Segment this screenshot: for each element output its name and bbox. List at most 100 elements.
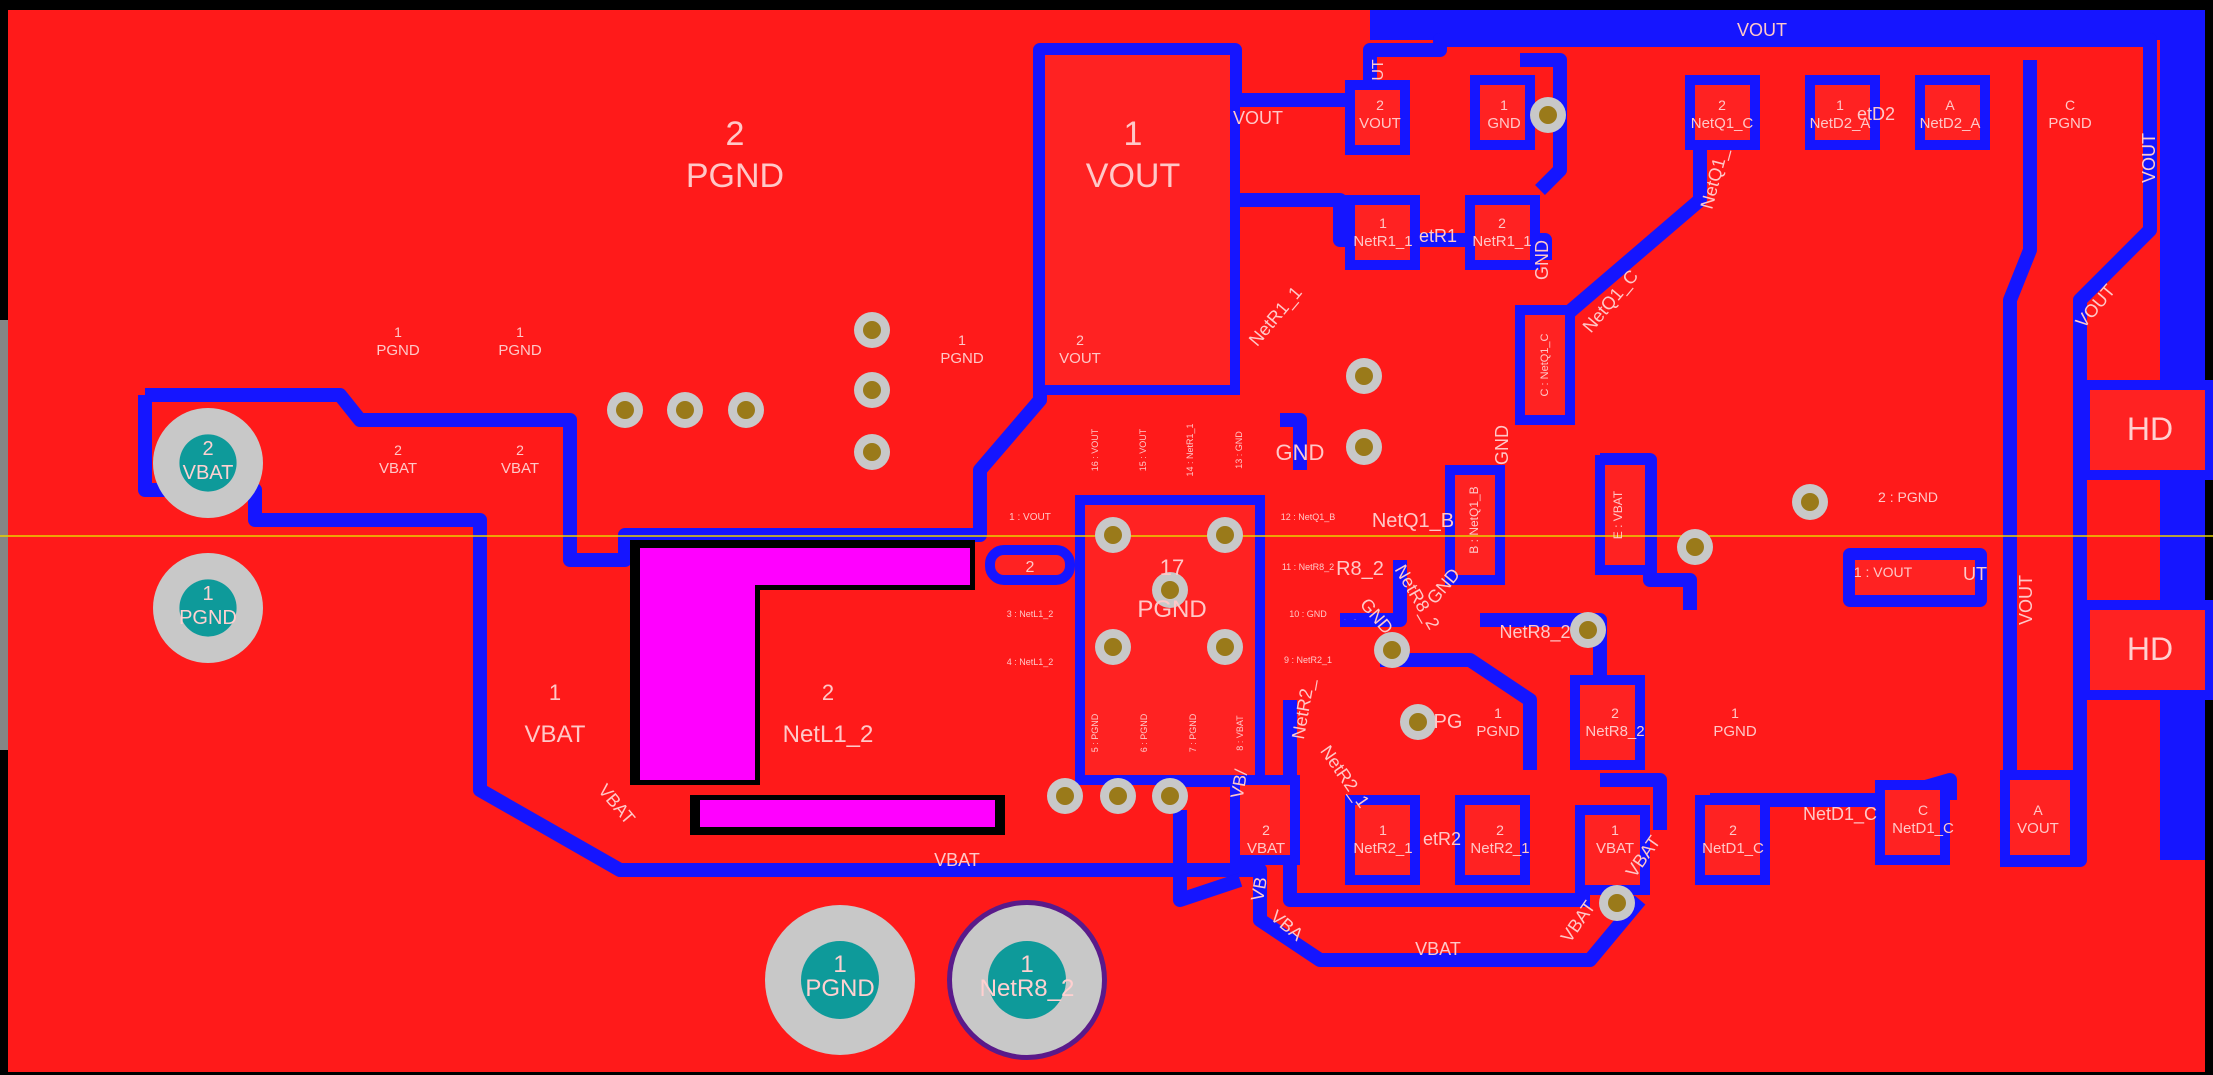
pin-label: 10 : GND (1289, 609, 1327, 619)
trace-label: GND (1354, 619, 1357, 621)
small-pad-number: 2 (1611, 705, 1619, 721)
through-hole-center (179, 579, 237, 637)
pad-netd2a-1[interactable] (1805, 75, 1880, 150)
connector-hd-2[interactable] (2080, 600, 2213, 700)
pin-label: 16 : VOUT (1090, 428, 1100, 471)
pad-netr1-1a[interactable] (1345, 195, 1420, 270)
pin-label: E : VBAT (1611, 490, 1625, 539)
pin-label: 9 : NetR2_1 (1284, 655, 1332, 665)
pin-label: 12 : NetQ1_B (1281, 512, 1336, 522)
pin-label: 7 : PGND (1188, 713, 1198, 752)
pad-vout-d[interactable] (1845, 550, 1985, 605)
large-pad-number: 1 (549, 680, 561, 705)
pin-label: 4 : NetL1_2 (1007, 657, 1054, 667)
trace-label: VBAT (1429, 953, 1432, 956)
small-pad-net: PGND (376, 342, 420, 359)
pad-vbat-2[interactable] (1230, 775, 1300, 865)
trace-label: etR2 (1423, 829, 1461, 849)
via-hole (676, 401, 694, 419)
via-hole (1056, 787, 1074, 805)
small-pad-number: 1 (1500, 97, 1508, 113)
via-hole (1216, 526, 1234, 544)
pad-netd1c-2[interactable] (1695, 795, 1770, 885)
small-pad-net: NetQ1_C (1691, 115, 1754, 132)
small-pad-number: C (2065, 97, 2075, 113)
small-pad-net: VOUT (2017, 820, 2059, 837)
pad-vout-large[interactable] (1035, 45, 1240, 395)
pad-q1-c[interactable] (1515, 305, 1575, 425)
through-hole-number: 1 (202, 583, 213, 605)
via-hole (1608, 894, 1626, 912)
large-pad-number: 17 (1160, 555, 1184, 580)
pad-q1-b[interactable] (1445, 465, 1505, 585)
board-edge-marker (0, 320, 8, 750)
pin-label: 11 : NetR8_2 (1282, 562, 1334, 572)
via-hole (616, 401, 634, 419)
pad-netr8-2[interactable] (1570, 675, 1645, 770)
small-pad-number: 2 (394, 442, 402, 458)
pin-label: 1 : VOUT (1854, 564, 1913, 580)
pin-label: 5 : PGND (1090, 713, 1100, 752)
small-pad-number: 1 (958, 332, 966, 348)
via-hole (737, 401, 755, 419)
inductor-pad-highlight[interactable] (640, 548, 970, 780)
trace-label: VOUT (2016, 575, 2036, 625)
through-hole-net: PGND (179, 607, 237, 629)
via-hole (1161, 787, 1179, 805)
small-pad-number: 1 (1731, 705, 1739, 721)
small-pad-number: 2 (1376, 97, 1384, 113)
inductor-bottom-highlight[interactable] (700, 800, 995, 827)
pad-netr2-1b[interactable] (1455, 795, 1530, 885)
pad-ic-pin2[interactable] (985, 545, 1075, 585)
pad-netd1c-c[interactable] (1875, 780, 1950, 865)
pad-netd2a-2[interactable] (1915, 75, 1990, 150)
pad-q1-e[interactable] (1595, 455, 1655, 575)
small-pad-net: NetD2_A (1920, 115, 1981, 132)
large-pad-number: 1 (1124, 115, 1143, 153)
pad-netq1c[interactable] (1685, 75, 1760, 150)
small-pad-net: VOUT (1059, 350, 1101, 367)
pad-netr2-1a[interactable] (1345, 795, 1420, 885)
small-pad-number: 2 (1496, 822, 1504, 838)
connector-label: HD (2127, 631, 2173, 667)
trace-label: VOUT (1233, 108, 1283, 128)
small-pad-net: PGND (2048, 115, 2092, 132)
small-pad-net: VOUT (1359, 115, 1401, 132)
pad-vbat-small[interactable] (1575, 805, 1650, 895)
pad-netr1-1b[interactable] (1465, 195, 1540, 270)
large-pad-net: NetL1_2 (783, 721, 874, 748)
pad-c-gnd[interactable] (1470, 75, 1535, 150)
via-hole (863, 381, 881, 399)
small-pad-number: 2 (1262, 822, 1270, 838)
trace-label: etD2 (1857, 104, 1895, 124)
trace-label: GND (1276, 440, 1325, 465)
trace-label: UT (1370, 59, 1387, 81)
via-hole (1801, 493, 1819, 511)
small-pad-number: 2 (1718, 97, 1726, 113)
small-pad-net: PGND (498, 342, 542, 359)
via-hole (1409, 713, 1427, 731)
small-pad-number: 1 (1611, 822, 1619, 838)
trace-label: VB (1247, 875, 1271, 902)
trace-label: NetD1_C (1803, 804, 1877, 825)
pin-label: 13 : GND (1234, 431, 1244, 469)
via-group (607, 97, 1828, 921)
connector-hd-1[interactable] (2080, 380, 2213, 480)
small-pad-net: GND (1487, 115, 1521, 132)
trace-label: GND (1492, 425, 1512, 465)
trace-label: VOUT (2139, 133, 2159, 183)
small-pad-net: NetR2_1 (1353, 840, 1412, 857)
small-pad-number: A (1945, 97, 1955, 113)
pad-vout-a[interactable] (2000, 770, 2080, 865)
pad-c-vout[interactable] (1345, 80, 1410, 155)
small-pad-number: 1 (516, 324, 524, 340)
via-hole (1383, 641, 1401, 659)
large-pad-net: VBAT (525, 721, 586, 748)
